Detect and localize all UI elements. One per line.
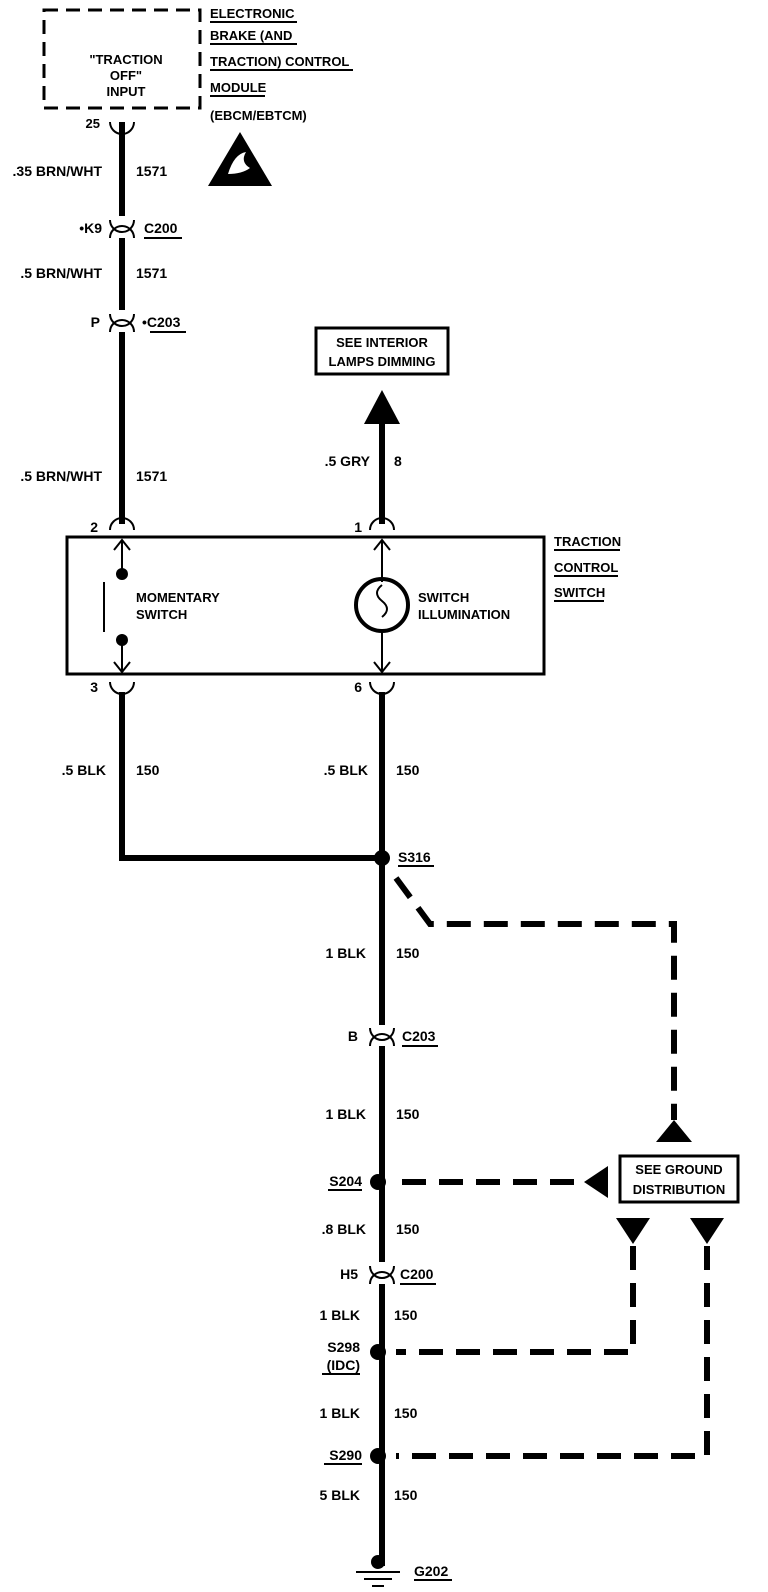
wire-1-circuit: 1571 bbox=[136, 163, 167, 179]
module-name-line-1: ELECTRONIC bbox=[210, 6, 295, 21]
ground-distribution-line-1: SEE GROUND bbox=[635, 1162, 722, 1177]
c200-top-name: C200 bbox=[144, 220, 178, 236]
wire-3-circuit: 1571 bbox=[136, 468, 167, 484]
wire-5-gauge: 1 BLK bbox=[326, 1106, 366, 1122]
wire-2-gauge: .5 BRN/WHT bbox=[20, 265, 102, 281]
ground-arrow-up-icon bbox=[656, 1120, 692, 1142]
switch-name-line-2: CONTROL bbox=[554, 560, 618, 575]
s316-splice bbox=[374, 850, 390, 866]
wire-8-gauge: 1 BLK bbox=[320, 1405, 360, 1421]
wire-1-gauge: .35 BRN/WHT bbox=[13, 163, 103, 179]
c200-top-pin: •K9 bbox=[79, 220, 102, 236]
wire-left-circuit: 150 bbox=[136, 762, 160, 778]
wire-right-gauge: .5 BLK bbox=[324, 762, 368, 778]
c203-bottom-pin: B bbox=[348, 1028, 358, 1044]
ground-label: G202 bbox=[414, 1563, 448, 1579]
switch-pin-3: 3 bbox=[90, 679, 98, 695]
wire-5-circuit: 150 bbox=[396, 1106, 420, 1122]
switch-pin-2: 2 bbox=[90, 519, 98, 535]
s298-sub-label: (IDC) bbox=[327, 1357, 360, 1373]
ground-distribution-box bbox=[618, 1154, 740, 1204]
momentary-line-1: MOMENTARY bbox=[136, 590, 220, 605]
illumination-line-2: ILLUMINATION bbox=[418, 607, 510, 622]
wire-2-circuit: 1571 bbox=[136, 265, 167, 281]
arrow-up-icon bbox=[364, 390, 400, 424]
module-name-line-5: (EBCM/EBTCM) bbox=[210, 108, 307, 123]
wire-left-gauge: .5 BLK bbox=[62, 762, 106, 778]
wire-4-gauge: 1 BLK bbox=[326, 945, 366, 961]
module-input-line-2: OFF" bbox=[110, 68, 142, 83]
wire-7-circuit: 150 bbox=[394, 1307, 418, 1323]
wire-3-gauge: .5 BRN/WHT bbox=[20, 468, 102, 484]
switch-name-line-3: SWITCH bbox=[554, 585, 605, 600]
s298-splice bbox=[370, 1344, 386, 1360]
ground-distribution-line-2: DISTRIBUTION bbox=[633, 1182, 725, 1197]
switch-pin-6: 6 bbox=[354, 679, 362, 695]
interior-lamps-line-2: LAMPS DIMMING bbox=[329, 354, 436, 369]
bulb-icon bbox=[354, 538, 410, 674]
wire-gry-circuit: 8 bbox=[394, 453, 402, 469]
wire-4-circuit: 150 bbox=[396, 945, 420, 961]
traction-control-switch-box bbox=[65, 535, 546, 676]
wire-right-circuit: 150 bbox=[396, 762, 420, 778]
module-input-line-3: INPUT bbox=[107, 84, 146, 99]
interior-lamps-box bbox=[314, 326, 450, 376]
momentary-line-2: SWITCH bbox=[136, 607, 187, 622]
module-name-line-4: MODULE bbox=[210, 80, 267, 95]
wire-9-circuit: 150 bbox=[394, 1487, 418, 1503]
ebcm-module-box bbox=[42, 8, 202, 110]
momentary-switch-symbol bbox=[103, 538, 131, 674]
s316-label: S316 bbox=[398, 849, 431, 865]
c200-bottom-name: C200 bbox=[400, 1266, 434, 1282]
module-input-line-1: "TRACTION bbox=[89, 52, 162, 67]
ground-icon bbox=[356, 1555, 400, 1587]
ground-arrow-down-right-icon bbox=[690, 1218, 724, 1244]
wire-7-gauge: 1 BLK bbox=[320, 1307, 360, 1323]
module-pin: 25 bbox=[86, 116, 100, 131]
wire-8-circuit: 150 bbox=[394, 1405, 418, 1421]
ground-arrow-down-left-icon bbox=[616, 1218, 650, 1244]
esd-warning-icon bbox=[208, 132, 272, 186]
module-name-line-3: TRACTION) CONTROL bbox=[210, 54, 349, 69]
wire-6-gauge: .8 BLK bbox=[322, 1221, 366, 1237]
s290-splice bbox=[370, 1448, 386, 1464]
c203-top-pin: P bbox=[91, 314, 100, 330]
c203-top-name: •C203 bbox=[142, 314, 181, 330]
module-name-line-2: BRAKE (AND bbox=[210, 28, 292, 43]
s204-splice bbox=[370, 1174, 386, 1190]
s204-label: S204 bbox=[329, 1173, 362, 1189]
wire-9-gauge: 5 BLK bbox=[320, 1487, 360, 1503]
s290-label: S290 bbox=[329, 1447, 362, 1463]
ground-arrow-left-icon bbox=[584, 1166, 608, 1198]
interior-lamps-line-1: SEE INTERIOR bbox=[336, 335, 428, 350]
wire-6-circuit: 150 bbox=[396, 1221, 420, 1237]
c200-bottom-pin: H5 bbox=[340, 1266, 358, 1282]
s298-label: S298 bbox=[327, 1339, 360, 1355]
switch-pin-1: 1 bbox=[354, 519, 362, 535]
wire-gry-gauge: .5 GRY bbox=[325, 453, 371, 469]
illumination-line-1: SWITCH bbox=[418, 590, 469, 605]
c203-bottom-name: C203 bbox=[402, 1028, 436, 1044]
switch-name-line-1: TRACTION bbox=[554, 534, 621, 549]
